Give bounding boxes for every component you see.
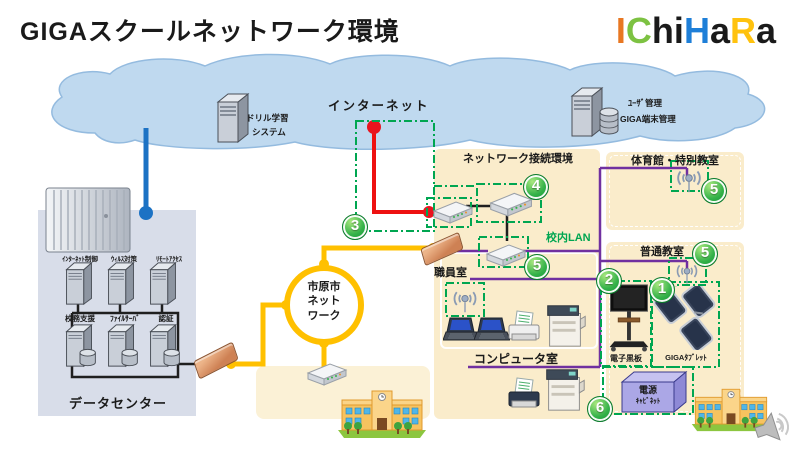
drill-system-label-1: ドリル学習 xyxy=(246,113,289,123)
staff-room-label: 職員室 xyxy=(434,267,467,279)
server-db-tower-icon xyxy=(149,323,180,368)
switch-icon xyxy=(432,201,474,224)
copier-icon xyxy=(547,305,586,347)
drill-system-label-2: システム xyxy=(252,127,286,137)
copier-icon xyxy=(546,369,585,411)
user-mgmt-label-1: ﾕｰｻﾞ管理 xyxy=(628,98,663,108)
badge-1: 1 xyxy=(649,277,675,303)
power-cabinet-label: 電源 ｷｬﾋﾞﾈｯﾄ xyxy=(635,385,661,405)
server-rack-icon xyxy=(45,187,131,253)
server-tower-icon xyxy=(65,261,93,306)
printer-icon xyxy=(508,377,540,408)
page-title: GIGAスクールネットワーク環境 xyxy=(20,18,400,46)
blackboard-label: 電子黒板 xyxy=(610,354,642,363)
datacenter-label: データセンター xyxy=(68,396,167,411)
printer-icon xyxy=(508,310,540,341)
user-mgmt-server-icon xyxy=(570,86,619,138)
badge-5-switch: 5 xyxy=(524,254,550,280)
gateway-device-icon xyxy=(193,341,239,380)
speaker-icon[interactable] xyxy=(752,408,796,448)
badge-5-classroom: 5 xyxy=(692,241,718,267)
school-building-icon xyxy=(691,388,771,432)
classroom-label: 普通教室 xyxy=(640,246,684,258)
network-env-title: ネットワーク接続環境 xyxy=(463,153,573,165)
school-lan-label: 校内LAN xyxy=(546,232,591,244)
switch-icon xyxy=(306,363,348,386)
red-line xyxy=(372,127,428,214)
user-mgmt-label-2: GIGA端末管理 xyxy=(620,114,676,124)
laptop-icon xyxy=(474,317,510,341)
badge-6: 6 xyxy=(587,396,613,422)
badge-2: 2 xyxy=(596,268,622,294)
badge-3: 3 xyxy=(342,214,368,240)
server-tower-icon xyxy=(107,261,135,306)
tablet-label: GIGAﾀﾌﾞﾚｯﾄ xyxy=(665,353,707,362)
wireless-ap-icon xyxy=(453,291,477,313)
internet-label: インターネット xyxy=(328,99,430,113)
server-db-tower-icon xyxy=(107,323,138,368)
city-network-ring: 市原市 ネット ワーク xyxy=(284,265,364,345)
badge-4: 4 xyxy=(523,174,549,200)
server-tower-icon xyxy=(149,261,177,306)
switch-icon xyxy=(485,244,527,267)
badge-5-gym: 5 xyxy=(701,178,727,204)
server-db-tower-icon xyxy=(65,323,96,368)
ichihara-logo: IChiHaRa xyxy=(615,10,776,51)
school-building-icon xyxy=(338,390,426,438)
